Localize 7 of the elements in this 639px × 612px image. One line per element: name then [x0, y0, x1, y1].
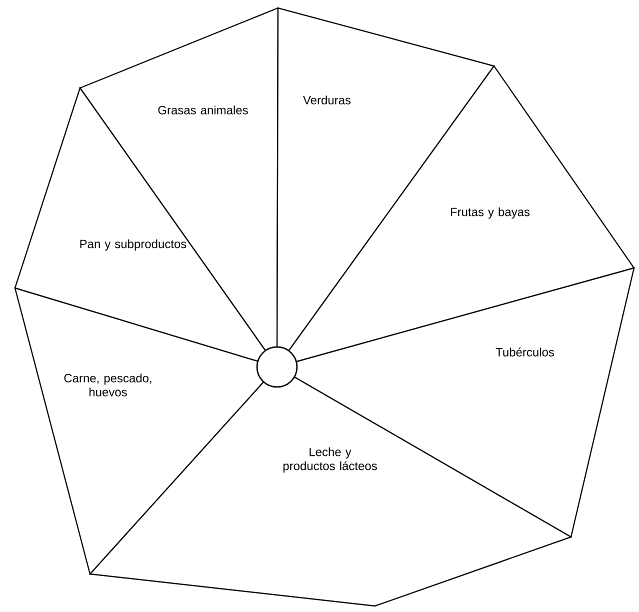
sector-label: Carne, pescado, huevos: [64, 374, 152, 396]
sector-label: Frutas y bayas: [450, 207, 530, 219]
sector-label: Leche y productos lácteos: [283, 447, 377, 473]
sector-label: Pan y subproductos: [80, 239, 186, 251]
sector-label: Verduras: [303, 96, 351, 104]
sector-label: Tubérculos: [496, 348, 554, 356]
sector-label: Grasas animales: [158, 106, 248, 114]
